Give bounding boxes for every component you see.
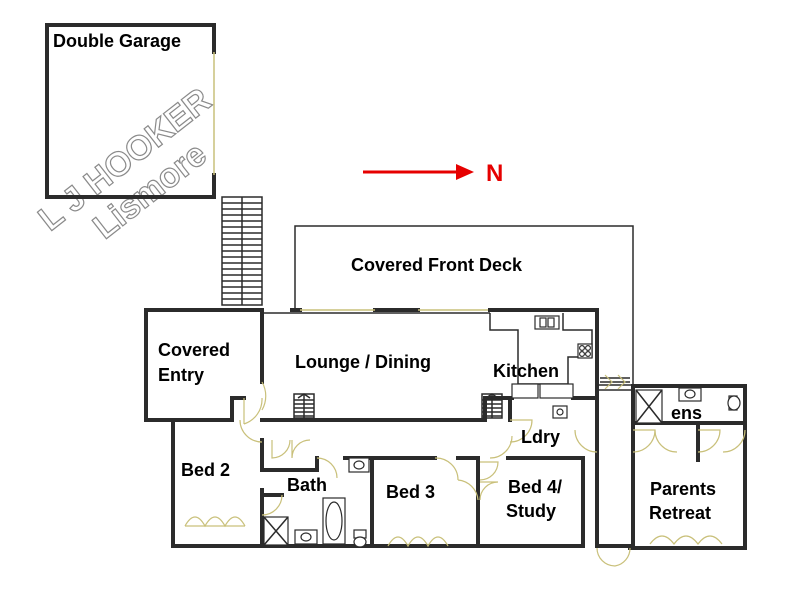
room-double-garage: Double Garage	[53, 31, 181, 51]
garage	[45, 23, 216, 199]
room-bed3: Bed 3	[386, 482, 435, 502]
house-walls	[144, 308, 747, 550]
room-bed2: Bed 2	[181, 460, 230, 480]
room-lounge-dining: Lounge / Dining	[295, 352, 431, 372]
front-deck	[294, 225, 634, 385]
interior-walls	[260, 396, 747, 548]
north-label: N	[486, 160, 503, 187]
room-bed4-line2: Study	[506, 501, 556, 521]
room-covered-entry-line2: Entry	[158, 365, 204, 385]
north-arrow-head-icon	[456, 164, 474, 180]
north-indicator: N	[363, 160, 503, 187]
room-parents-retreat-line1: Parents	[650, 479, 716, 499]
room-ensuite: ens	[671, 403, 702, 423]
room-labels: Double Garage Covered Front Deck Covered…	[53, 31, 716, 523]
interior-stairs	[293, 393, 503, 419]
room-laundry: Ldry	[521, 427, 560, 447]
room-parents-retreat-line2: Retreat	[649, 503, 711, 523]
entry-stairs	[221, 196, 263, 306]
room-covered-front-deck: Covered Front Deck	[351, 255, 523, 275]
room-kitchen: Kitchen	[493, 361, 559, 381]
room-covered-entry-line1: Covered	[158, 340, 230, 360]
room-bed4-line1: Bed 4/	[508, 477, 562, 497]
room-bath: Bath	[287, 475, 327, 495]
doors	[184, 381, 746, 567]
watermark: L J HOOKER Lismore	[31, 80, 219, 247]
fixtures	[263, 313, 741, 548]
